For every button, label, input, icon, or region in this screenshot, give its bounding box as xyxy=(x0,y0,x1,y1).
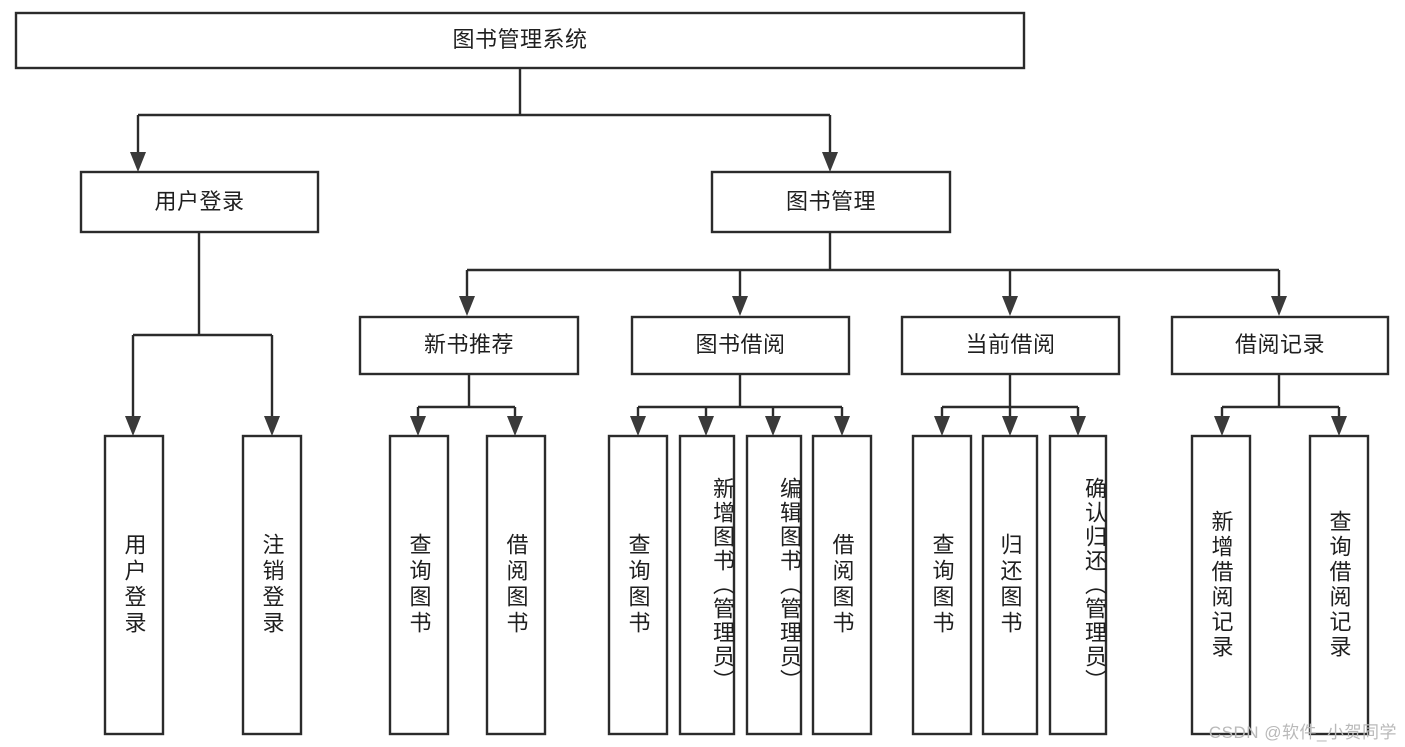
arrow-head-leaf-logout xyxy=(264,416,280,436)
arrow-head-leaf-user-login xyxy=(125,416,141,436)
arrow-head-leaf-add-record xyxy=(1214,416,1230,436)
node-box-leaf-borrow-book-2[interactable] xyxy=(811,434,873,736)
arrow-head-leaf-query-book-2 xyxy=(630,416,646,436)
node-box-leaf-confirm-return[interactable] xyxy=(1048,434,1108,736)
arrow-head-leaf-edit-book xyxy=(765,416,781,436)
arrow-head-leaf-query-book-3 xyxy=(934,416,950,436)
watermark-text: CSDN @软件_小贺同学 xyxy=(1208,723,1397,742)
arrow-head-user-login xyxy=(130,152,146,172)
arrow-head-leaf-query-book-1 xyxy=(410,416,426,436)
node-box-leaf-return-book[interactable] xyxy=(981,434,1039,736)
node-box-user-login[interactable] xyxy=(79,170,320,234)
node-box-current-borrow[interactable] xyxy=(900,315,1121,376)
node-box-leaf-add-record[interactable] xyxy=(1190,434,1252,736)
arrow-head-book-borrow xyxy=(732,296,748,316)
arrow-head-borrow-record xyxy=(1271,296,1287,316)
node-box-leaf-query-book-1[interactable] xyxy=(388,434,450,736)
node-box-new-book-rec[interactable] xyxy=(358,315,580,376)
node-box-leaf-edit-book[interactable] xyxy=(745,434,803,736)
node-box-leaf-query-record[interactable] xyxy=(1308,434,1370,736)
node-box-leaf-borrow-book-1[interactable] xyxy=(485,434,547,736)
arrow-head-leaf-query-record xyxy=(1331,416,1347,436)
arrow-head-book-manage xyxy=(822,152,838,172)
arrow-head-leaf-borrow-book-1 xyxy=(507,416,523,436)
node-box-leaf-logout[interactable] xyxy=(241,434,303,736)
node-box-borrow-record[interactable] xyxy=(1170,315,1390,376)
arrow-head-new-book-rec xyxy=(459,296,475,316)
arrow-head-leaf-return-book xyxy=(1002,416,1018,436)
node-box-leaf-query-book-2[interactable] xyxy=(607,434,669,736)
node-box-leaf-query-book-3[interactable] xyxy=(911,434,973,736)
node-box-book-manage[interactable] xyxy=(710,170,952,234)
node-box-leaf-user-login[interactable] xyxy=(103,434,165,736)
node-box-leaf-add-book[interactable] xyxy=(678,434,736,736)
arrow-head-leaf-confirm-return xyxy=(1070,416,1086,436)
arrow-head-leaf-add-book xyxy=(698,416,714,436)
node-box-book-borrow[interactable] xyxy=(630,315,851,376)
arrow-head-current-borrow xyxy=(1002,296,1018,316)
arrow-head-leaf-borrow-book-2 xyxy=(834,416,850,436)
node-box-root[interactable] xyxy=(14,11,1026,70)
